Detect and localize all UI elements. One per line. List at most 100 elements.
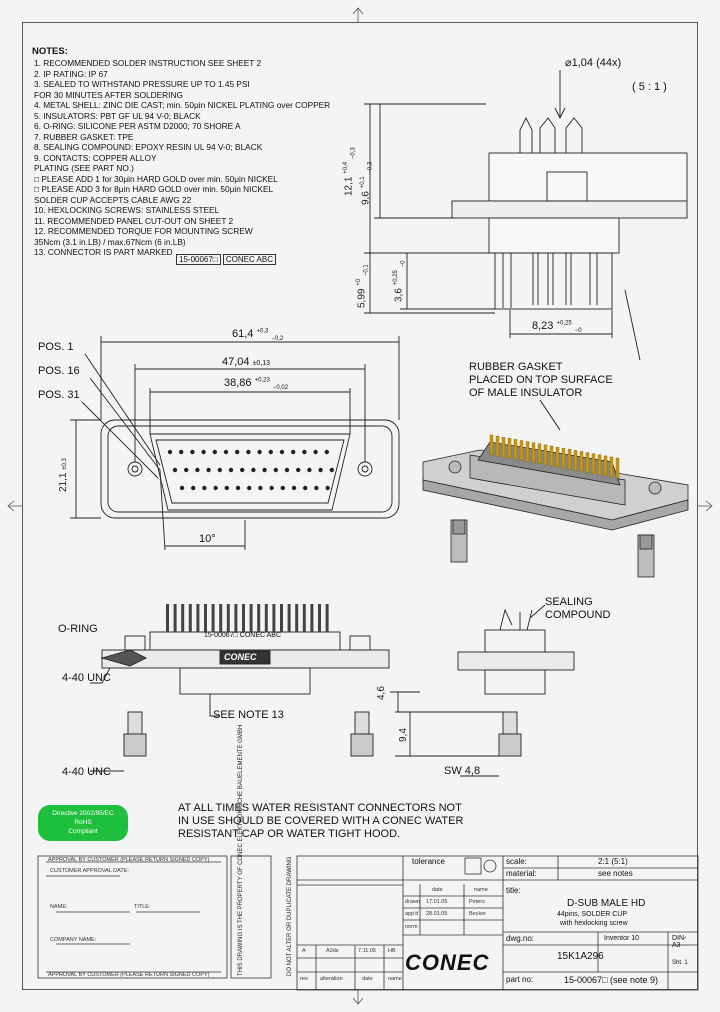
note-line: 4. METAL SHELL: ZINC DIE CAST; min. 50μi… — [34, 100, 331, 110]
approval-bottom: APPROVAL BY CUSTOMER (PLEASE RETURN SIGN… — [48, 972, 210, 978]
note-line: 9. CONTACTS: COPPER ALLOY — [34, 152, 157, 163]
contact-pin — [172, 467, 178, 473]
side-pin — [325, 604, 329, 632]
iso-pin — [507, 438, 512, 459]
contact-pin — [206, 467, 211, 473]
contact-pin — [329, 467, 334, 473]
contact-pin — [324, 449, 329, 455]
drawn-date: 17.01.05 — [426, 899, 448, 905]
scale-field-value: 2:1 (5:1) — [598, 857, 628, 866]
iso-pin — [555, 446, 560, 468]
date-col: date — [362, 976, 373, 982]
dim-9-4: 9,4 — [398, 728, 409, 742]
appd-label: app'd — [405, 911, 419, 917]
pos1-label: POS. 1 — [38, 341, 74, 353]
contact-pin — [303, 485, 308, 491]
side-pin — [318, 604, 321, 632]
pin-diameter-label: ⌀1,04 (44x) — [565, 57, 622, 69]
dim-12-1: 12,1 +0,4 −0,3 — [343, 147, 357, 196]
contact-pin — [296, 467, 301, 473]
sheet-label: Sht. 1 — [672, 960, 688, 966]
scale-field-label: scale: — [506, 857, 527, 866]
title-main: D-SUB MALE HD — [567, 898, 646, 909]
appd-date: 28.01.05 — [426, 911, 448, 917]
note-line: 2. IP RATING: IP 67 — [34, 68, 108, 79]
contact-pin — [291, 449, 296, 455]
side-pin — [280, 604, 283, 632]
angle-label: 10° — [199, 533, 216, 545]
software-label: Inventor 10 — [604, 935, 640, 942]
appd-name: Becker — [469, 911, 487, 917]
note-13-marking: 15-00067□ CONEC ABC — [176, 254, 276, 265]
dim-21-1: 21,1 ±0,3 — [58, 458, 69, 492]
side-marking: 15-00067□ CONEC ABC — [204, 632, 281, 639]
contact-pin — [251, 467, 256, 473]
note-line: □ PLEASE ADD 3 for 8μin HARD GOLD over m… — [34, 184, 274, 194]
iso-pin — [489, 434, 494, 456]
side-pin — [226, 604, 230, 632]
contact-pin — [325, 485, 330, 491]
contact-pin — [235, 485, 241, 491]
pos31-label: POS. 31 — [38, 389, 80, 401]
iso-pin — [519, 440, 524, 461]
iso-pin — [591, 453, 596, 474]
side-pin — [287, 604, 291, 632]
dim-61-4: 61,4 +0,3 −0,2 — [232, 328, 284, 343]
side-pin — [310, 604, 314, 632]
contact-pin — [190, 449, 195, 455]
side-pin — [302, 604, 306, 632]
contact-pin — [269, 485, 274, 491]
contact-pin — [212, 449, 217, 455]
approval-customer: CUSTOMER APPROVAL DATE: — [50, 868, 129, 874]
dim-3-6: 3,6 +0,25 −0 — [393, 260, 407, 303]
contact-pin — [318, 467, 323, 473]
oring-label: O-RING — [58, 623, 98, 635]
iso-pin — [513, 439, 518, 460]
note-line: FOR 30 MINUTES AFTER SOLDERING — [34, 89, 183, 100]
contact-pin — [247, 485, 252, 491]
contact-pin — [228, 467, 234, 473]
iso-pin — [567, 449, 572, 470]
note-line: 8. SEALING COMPOUND: EPOXY RESIN UL 94 V… — [34, 142, 263, 152]
contact-pin — [202, 485, 207, 491]
contact-pin — [314, 485, 319, 491]
alteration-value: A3ds — [326, 948, 339, 954]
contact-pin — [179, 449, 184, 455]
alt-name-value: HB — [388, 948, 396, 954]
iso-pin — [501, 437, 506, 458]
rev-value: A — [302, 948, 306, 954]
iso-pin — [561, 448, 566, 469]
iso-pin — [597, 454, 602, 475]
dim-9-6: 9,6 +0,1 −0,3 — [360, 161, 374, 205]
contact-pin — [201, 449, 206, 455]
iso-pin — [585, 452, 590, 473]
contact-pin — [223, 449, 229, 455]
contact-pin — [273, 467, 278, 473]
contact-pin — [258, 485, 263, 491]
contact-pin — [279, 449, 285, 455]
alteration-col: alteration — [320, 976, 343, 982]
col-date: date — [432, 887, 443, 893]
marking-part: 15-00067□ — [176, 254, 221, 265]
rohs-badge: Directive 2002/95/EC RoHS Compliant — [38, 805, 128, 841]
see-note-label: SEE NOTE 13 — [213, 709, 284, 721]
contact-pin — [179, 485, 185, 491]
iso-pin — [573, 450, 578, 471]
note-line: 5. INSULATORS: PBT GF UL 94 V-0; BLACK — [34, 110, 201, 121]
side-pin — [257, 604, 261, 632]
rev-col: rev. — [300, 976, 309, 982]
sw-label: SW 4,8 — [444, 765, 481, 777]
note-line: 13. CONNECTOR IS PART MARKED — [34, 247, 173, 257]
side-pin — [188, 604, 192, 632]
col-name: name — [474, 887, 488, 893]
contact-pin — [191, 485, 196, 491]
conec-logo: CONEC — [405, 950, 490, 975]
approval-company: COMPANY NAME: — [50, 937, 97, 943]
dim-8-23: 8,23 +0,25 −0 — [532, 320, 582, 335]
side-pin — [211, 604, 215, 632]
dwg-label: dwg.no: — [506, 934, 535, 943]
contact-pin — [217, 467, 222, 473]
side-pin — [264, 604, 268, 632]
side-pin — [166, 604, 169, 632]
